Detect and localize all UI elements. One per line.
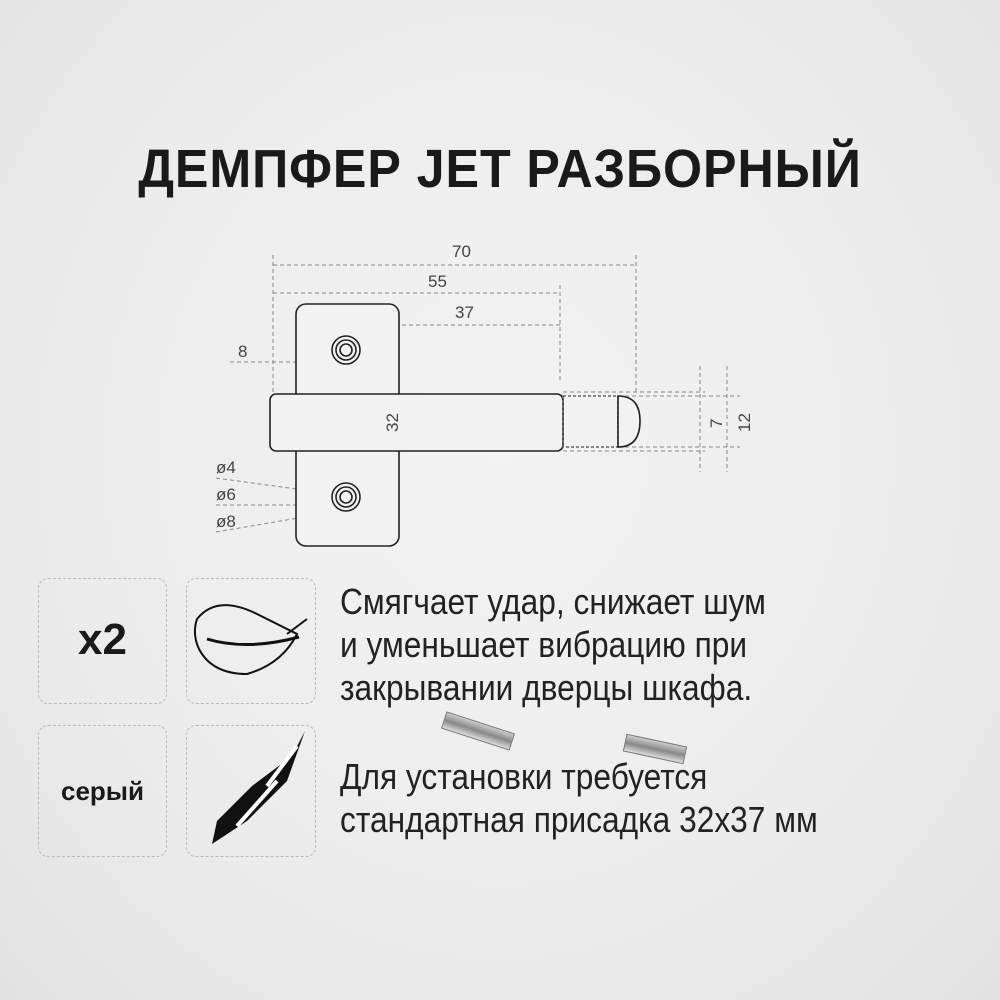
description-installation: Для установки требуется стандартная прис… xyxy=(340,755,818,841)
description-line: Для установки требуется xyxy=(340,756,708,797)
color-label: серый xyxy=(61,776,144,806)
dim-32: 32 xyxy=(383,413,402,432)
dim-70: 70 xyxy=(452,242,471,261)
dim-12: 12 xyxy=(735,413,754,432)
quantity-box: x2 xyxy=(38,578,167,704)
hole-dia-6: ø6 xyxy=(216,485,236,504)
quantity-label: x2 xyxy=(78,615,127,664)
damper-body xyxy=(269,393,564,452)
description-line: и уменьшает вибрацию при xyxy=(340,624,748,665)
description-line: стандартная присадка 32x37 мм xyxy=(340,799,818,840)
piston-tip xyxy=(617,395,641,448)
mounting-hole-top xyxy=(331,335,361,365)
drill-bit-icon xyxy=(212,731,305,844)
piston-rod xyxy=(562,395,619,448)
dim-8: 8 xyxy=(238,342,247,361)
description-line: Смягчает удар, снижает шум xyxy=(340,581,766,622)
hole-dia-4: ø4 xyxy=(216,458,236,477)
mounting-hole-bottom xyxy=(331,482,361,512)
dim-37: 37 xyxy=(455,303,474,322)
hole-dia-8: ø8 xyxy=(216,512,236,531)
drill-box xyxy=(186,725,316,857)
description-benefits: Смягчает удар, снижает шум и уменьшает в… xyxy=(340,580,766,709)
color-box: серый xyxy=(38,725,167,857)
dim-55: 55 xyxy=(428,272,447,291)
feather-box xyxy=(186,578,316,704)
feather-icon xyxy=(193,604,308,676)
dim-7: 7 xyxy=(707,419,726,428)
product-title: ДЕМПФЕР JET РАЗБОРНЫЙ xyxy=(138,139,862,199)
description-line: закрывании дверцы шкафа. xyxy=(340,667,753,708)
dimension-lines xyxy=(215,255,740,533)
damper-outline xyxy=(269,303,641,547)
